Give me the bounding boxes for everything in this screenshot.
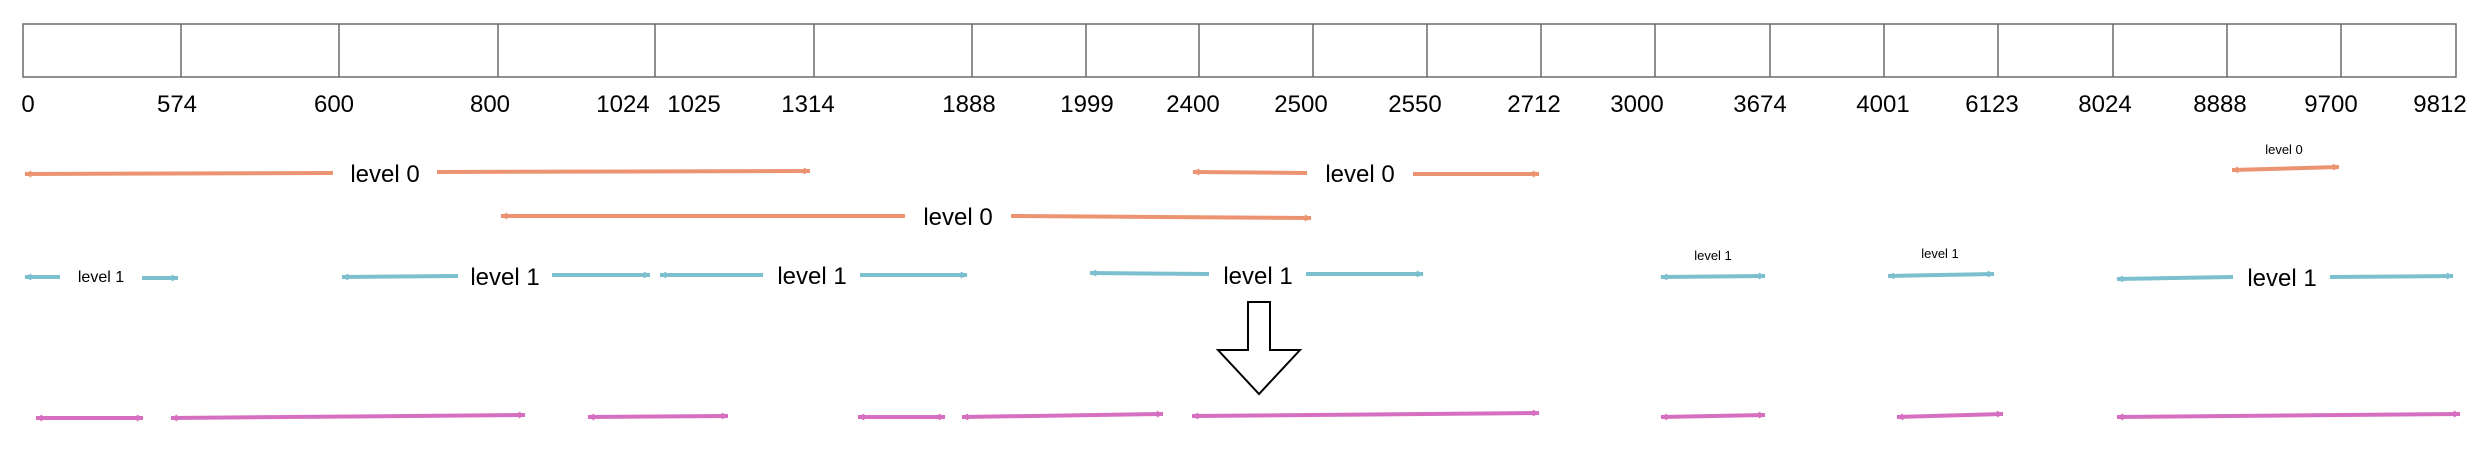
level-0-arrow: level 0 <box>24 161 811 188</box>
level-label: level 1 <box>777 263 846 290</box>
level-1-arrow: level 1 <box>1660 248 1766 281</box>
tick-labels: 0 574 600 800 1024 1025 1314 1888 1999 2400 2500 25… <box>21 91 2466 118</box>
tick-label: 0 <box>21 91 34 118</box>
level-label: level 0 <box>923 204 992 231</box>
merged-arrows <box>35 409 2461 422</box>
tick-label: 8024 <box>2078 91 2131 118</box>
level-1-arrow: level 1 <box>659 263 968 290</box>
tick-label: 1024 <box>596 91 649 118</box>
level-1-arrow: level 1 <box>341 264 651 291</box>
merged-arrow <box>2116 410 2461 421</box>
merged-arrow <box>961 410 1164 421</box>
tick-label: 3000 <box>1610 91 1663 118</box>
level-1-arrow: level 1 <box>24 269 179 286</box>
tick-label: 1999 <box>1060 91 1113 118</box>
tick-label: 1888 <box>942 91 995 118</box>
level-label: level 1 <box>1223 263 1292 290</box>
merged-arrow <box>587 412 729 421</box>
merge-down-arrow-icon <box>1215 301 1303 396</box>
tick-label: 3674 <box>1733 91 1786 118</box>
tick-label: 574 <box>157 91 197 118</box>
merged-arrow <box>170 411 526 422</box>
tick-label: 9812 <box>2413 91 2466 118</box>
tick-label: 600 <box>314 91 354 118</box>
level-1-arrow: level 1 <box>1089 263 1424 290</box>
merged-arrow <box>1660 411 1766 421</box>
tick-label: 6123 <box>1965 91 2018 118</box>
tick-label: 800 <box>470 91 510 118</box>
segment-bar <box>22 23 2457 78</box>
tick-label: 8888 <box>2193 91 2246 118</box>
level-label: level 1 <box>2247 265 2316 292</box>
level-1-arrow: level 1 <box>1887 246 1995 280</box>
level-label: level 1 <box>78 269 124 286</box>
level-label: level 1 <box>1694 248 1732 263</box>
level-0-arrow: level 0 <box>1192 161 1540 188</box>
merged-arrow <box>1191 409 1540 420</box>
tick-label: 2400 <box>1166 91 1219 118</box>
tick-label: 4001 <box>1856 91 1909 118</box>
level-label: level 1 <box>1921 246 1959 261</box>
level-label: level 0 <box>2265 142 2303 157</box>
tick-label: 2550 <box>1388 91 1441 118</box>
level-0-arrows: level 0 level 0 level 0 level 0 <box>24 142 2340 231</box>
level-0-arrow: level 0 <box>500 204 1312 231</box>
level-label: level 1 <box>470 264 539 291</box>
level-1-arrows: level 1 level 1 level 1 level 1 level 1 … <box>24 246 2454 292</box>
tick-label: 9700 <box>2304 91 2357 118</box>
merged-arrow <box>1896 410 2004 421</box>
tick-label: 1314 <box>781 91 834 118</box>
level-label: level 0 <box>1325 161 1394 188</box>
tick-label: 1025 <box>667 91 720 118</box>
level-0-arrow: level 0 <box>2231 142 2340 174</box>
tick-label: 2500 <box>1274 91 1327 118</box>
level-label: level 0 <box>350 161 419 188</box>
level-1-arrow: level 1 <box>2116 265 2454 292</box>
tick-label: 2712 <box>1507 91 1560 118</box>
